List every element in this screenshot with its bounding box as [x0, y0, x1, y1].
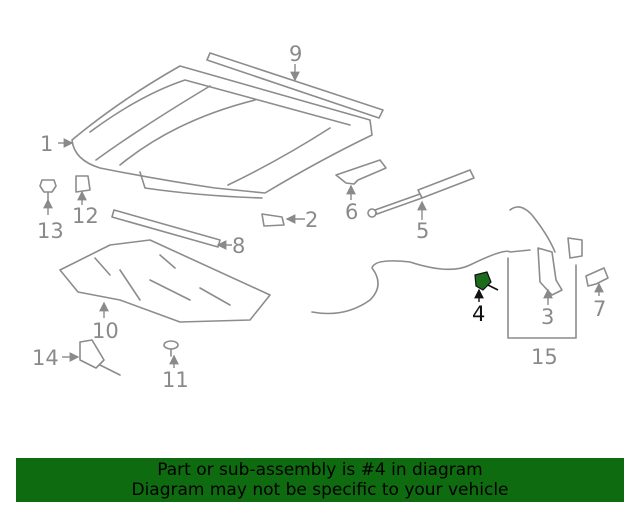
part-9-weatherstrip [206, 52, 384, 119]
callout-14: 14 [32, 346, 59, 370]
part-4-highlighted [474, 271, 499, 291]
callout-6: 6 [345, 200, 358, 224]
callout-12: 12 [72, 204, 99, 228]
part-2-retainer [261, 213, 285, 227]
part-3-latch [537, 247, 563, 296]
part-release-handle [567, 237, 583, 259]
part-5-strut [367, 169, 475, 218]
callout-4: 4 [472, 302, 485, 326]
callout-1: 1 [40, 132, 53, 156]
banner-line-disclaimer: Diagram may not be specific to your vehi… [131, 480, 509, 500]
callout-7: 7 [593, 297, 606, 321]
part-12-bumper [75, 175, 91, 193]
part-release-cable [311, 206, 556, 315]
part-10-shield [59, 239, 271, 323]
callout-2: 2 [305, 208, 318, 232]
part-11-clip [163, 340, 179, 357]
parts-diagram: 1 2 3 4 5 6 7 8 9 10 11 12 13 14 15 [32, 42, 609, 392]
callout-8: 8 [232, 234, 245, 258]
part-15-assembly-bracket [507, 257, 577, 339]
part-6-bracket [335, 159, 387, 185]
callout-10: 10 [92, 319, 119, 343]
leader-lines [43, 64, 604, 368]
callout-15: 15 [531, 345, 558, 369]
info-banner: Part or sub-assembly is #4 in diagram Di… [16, 458, 624, 502]
part-13-bolt [39, 179, 57, 201]
callouts: 1 2 3 4 5 6 7 8 9 10 11 12 13 14 15 [32, 42, 606, 392]
part-1-hood [71, 65, 373, 199]
callout-3: 3 [541, 305, 554, 329]
callout-11: 11 [162, 368, 189, 392]
callout-13: 13 [37, 219, 64, 243]
banner-line-part: Part or sub-assembly is #4 in diagram [157, 460, 483, 480]
part-14-latch-bracket [79, 339, 121, 376]
callout-5: 5 [416, 219, 429, 243]
part-7-striker [585, 267, 609, 287]
part-8-seal [111, 209, 221, 248]
callout-9: 9 [289, 42, 302, 66]
